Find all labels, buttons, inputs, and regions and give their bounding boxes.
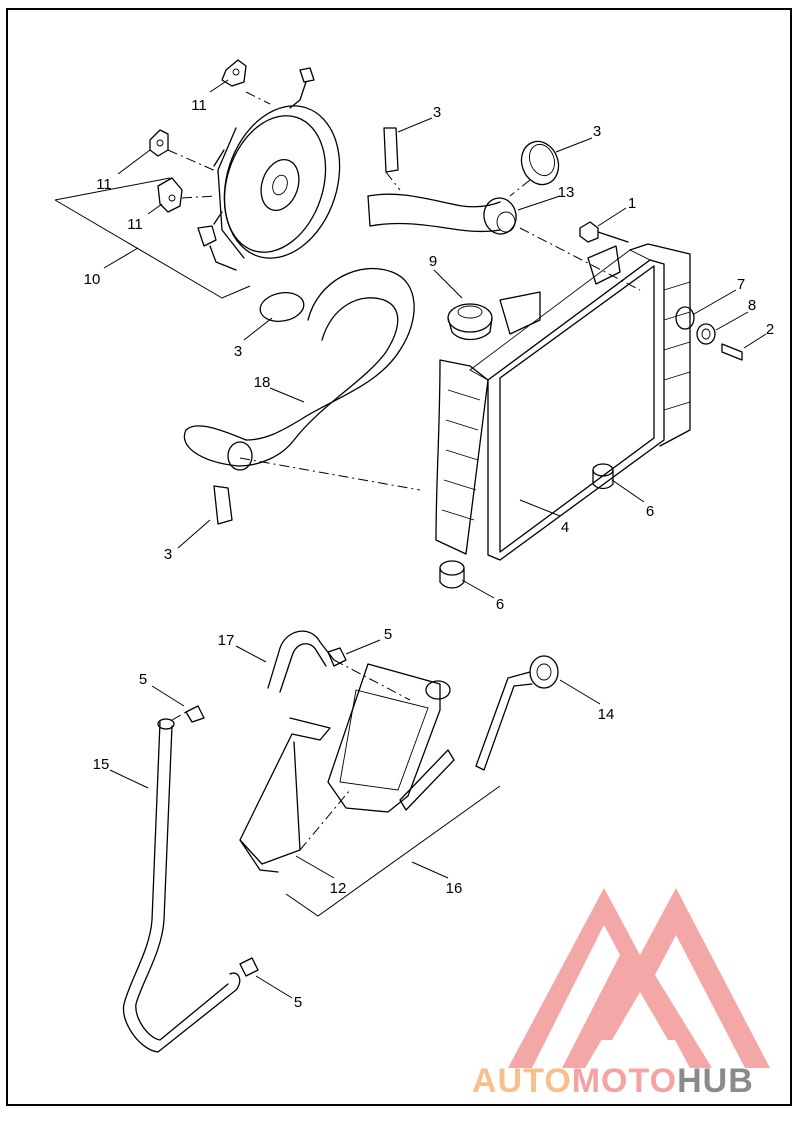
- callout-c3b: 3: [593, 123, 601, 140]
- callout-c18: 18: [254, 374, 271, 391]
- callout-c5a: 5: [384, 626, 392, 643]
- callout-c12: 12: [330, 880, 347, 897]
- watermark-auto: AUTO: [472, 1062, 572, 1100]
- radiator: [435, 243, 691, 561]
- callout-c5c: 5: [294, 994, 302, 1011]
- callout-c11b: 11: [96, 176, 112, 193]
- rubber-mounts: [439, 463, 614, 589]
- callout-c7: 7: [737, 276, 745, 293]
- callout-c6a: 6: [646, 503, 654, 520]
- watermark-hub: HUB: [677, 1062, 754, 1100]
- callout-c17: 17: [218, 632, 235, 649]
- leader-lines: [103, 79, 767, 999]
- cooling-fan-assembly: [197, 67, 341, 271]
- callout-c8: 8: [748, 297, 756, 314]
- callout-c13: 13: [558, 184, 575, 201]
- fasteners: [579, 221, 743, 361]
- callout-c6b: 6: [496, 596, 504, 613]
- callout-c16: 16: [446, 880, 463, 897]
- drain-hose: [122, 705, 259, 1053]
- callout-c3a: 3: [433, 104, 441, 121]
- callout-c14: 14: [598, 706, 615, 723]
- callout-c11a: 11: [191, 97, 207, 114]
- hose-clamp-top: [383, 127, 560, 186]
- watermark-wordmark: AUTOMOTOHUB: [472, 1062, 754, 1101]
- fan-mount-brackets: [149, 59, 247, 213]
- diagram-frame: [6, 8, 792, 1106]
- callout-c1: 1: [628, 195, 636, 212]
- callout-c11c: 11: [127, 216, 143, 233]
- coolant-reservoir: [239, 663, 501, 917]
- callout-c9: 9: [429, 253, 437, 270]
- callout-c2: 2: [766, 321, 774, 338]
- upper-hose: [367, 193, 517, 235]
- callout-c3d: 3: [164, 546, 172, 563]
- watermark-moto: MOTO: [571, 1062, 678, 1100]
- callout-c10: 10: [84, 271, 101, 288]
- lower-hose: [183, 267, 415, 525]
- callout-c4: 4: [561, 519, 569, 536]
- radiator-cap: [447, 303, 493, 341]
- overflow-hose: [267, 630, 347, 693]
- callout-c5b: 5: [139, 671, 147, 688]
- filler-neck: [475, 655, 559, 771]
- callout-c3c: 3: [234, 343, 242, 360]
- watermark-logo: [508, 888, 770, 1068]
- callout-c15: 15: [93, 756, 110, 773]
